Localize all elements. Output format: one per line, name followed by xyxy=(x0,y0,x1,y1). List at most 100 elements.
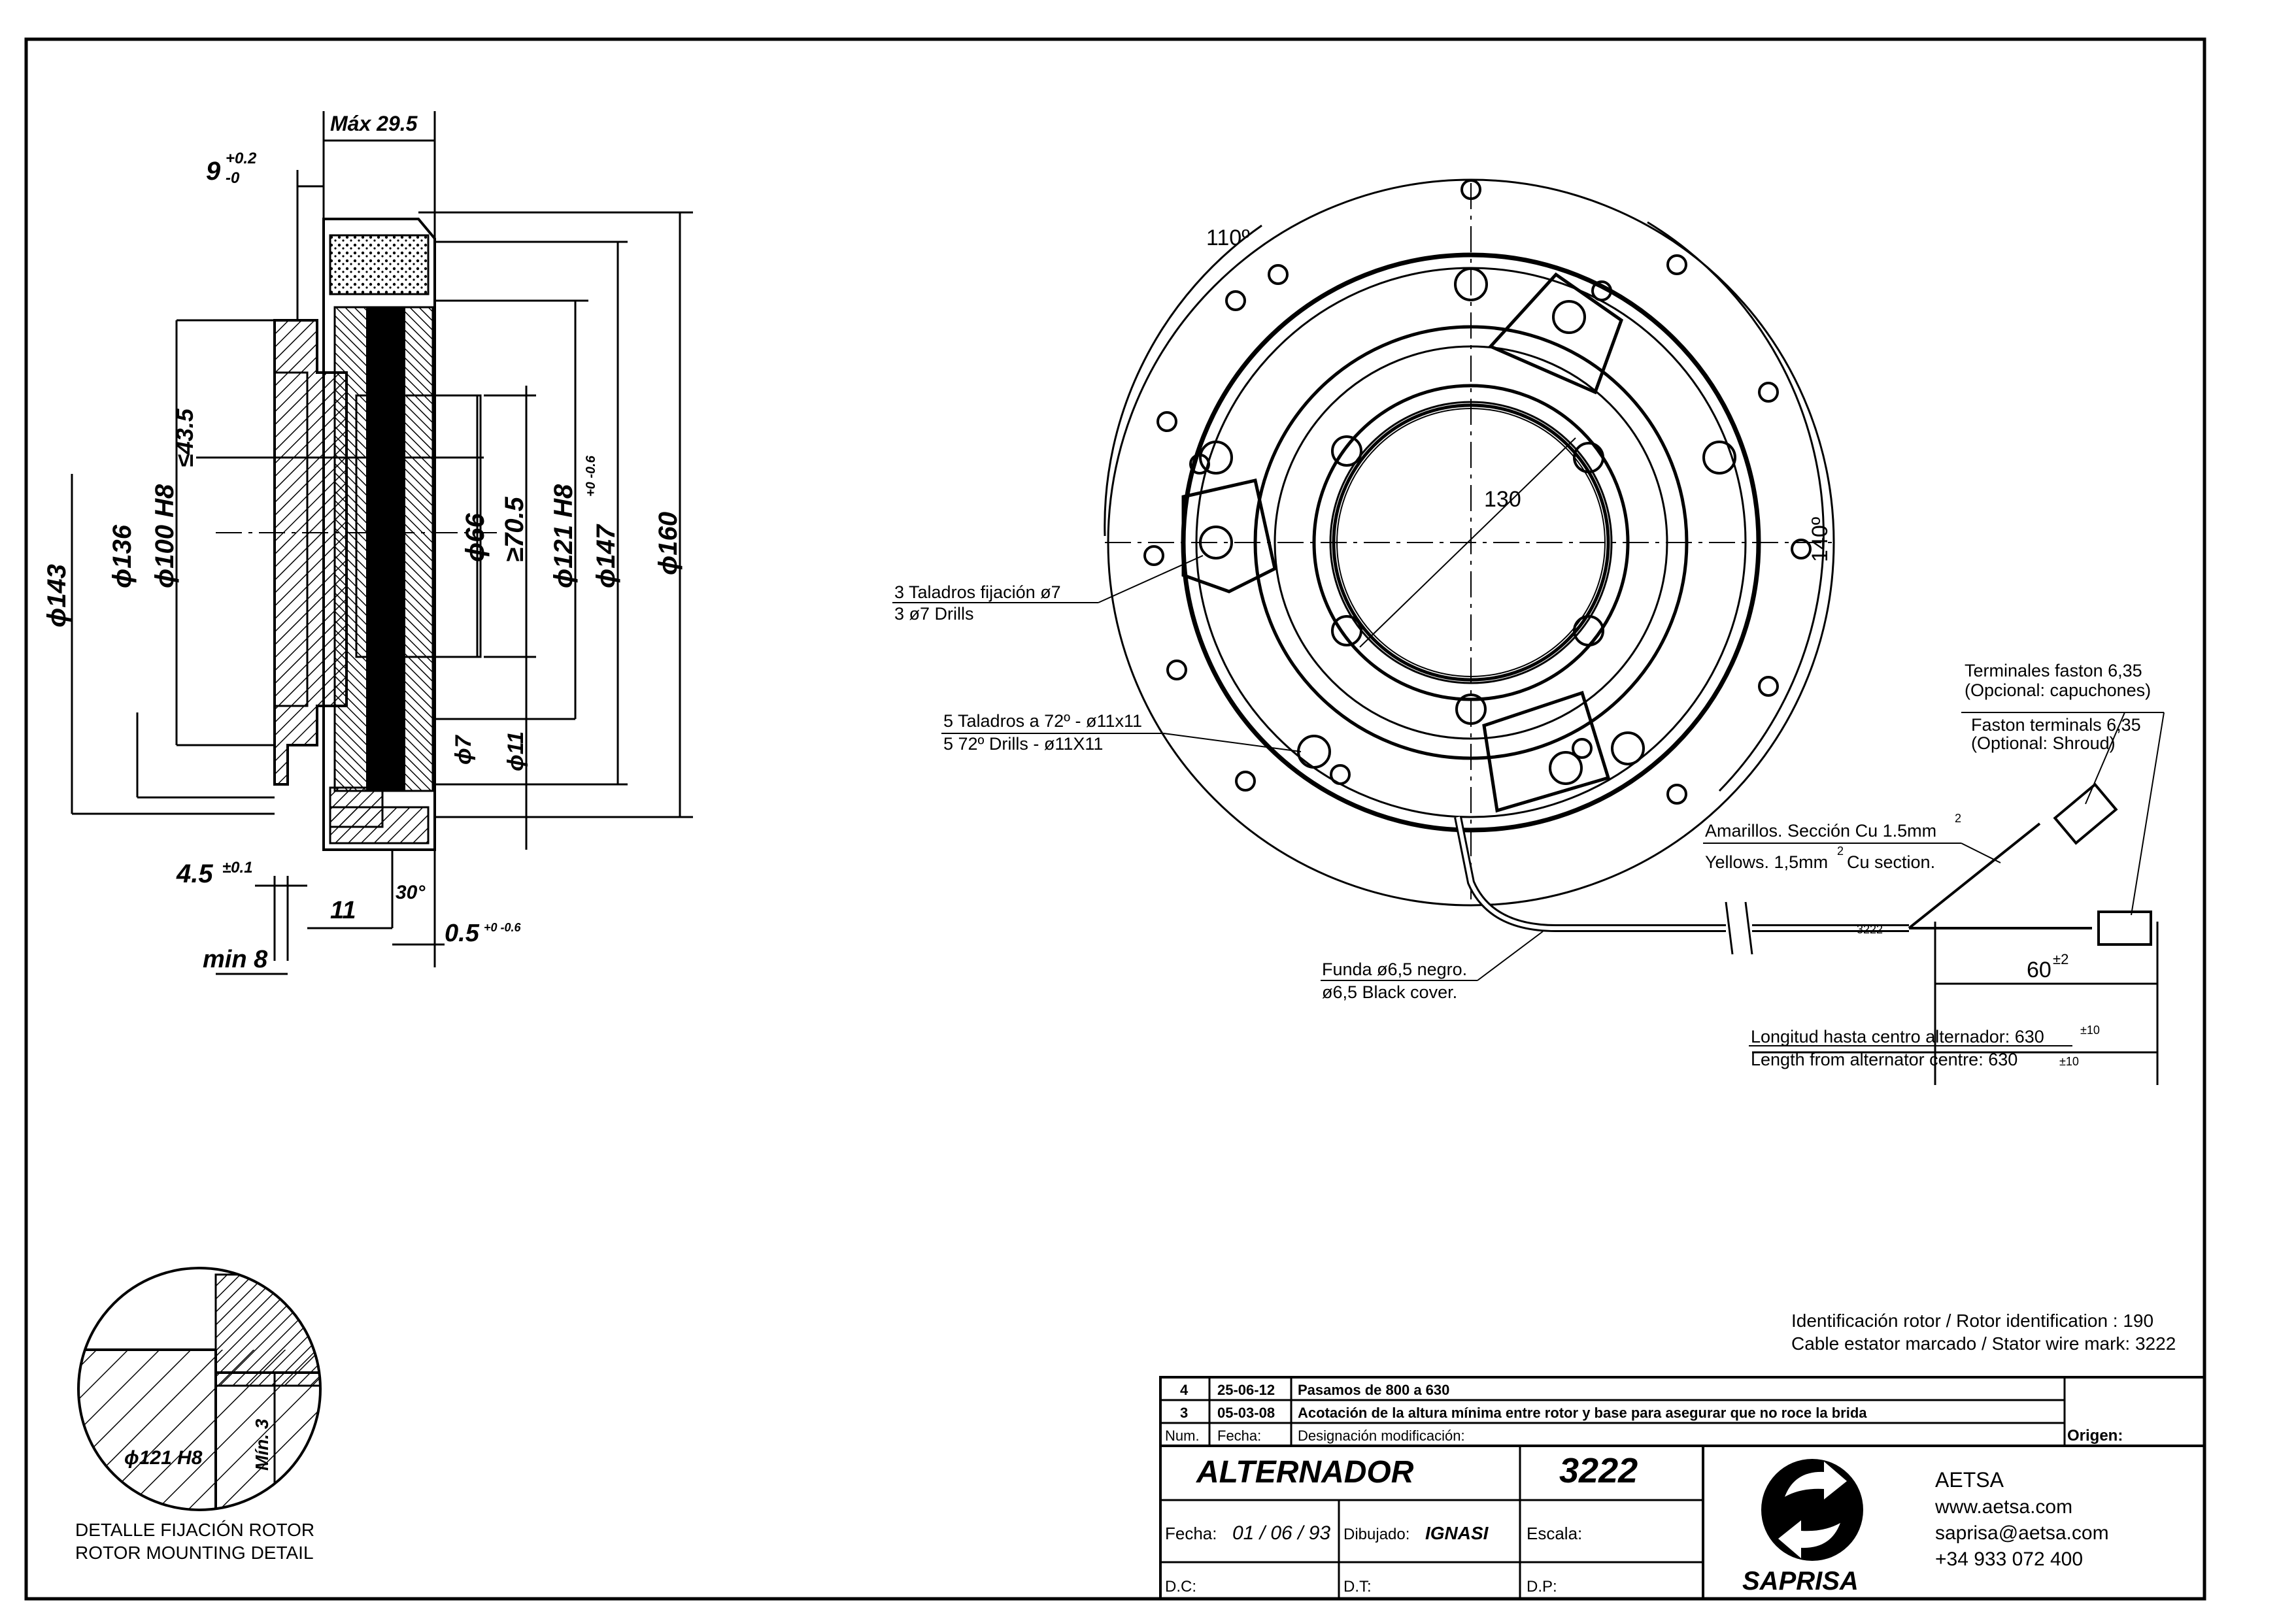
side-view-dimension-labels: Máx 29.5 9 +0.2 -0 ϕ143 ϕ136 ϕ100 H8 ≤43… xyxy=(42,112,683,973)
dim-d147-tol: +0 -0.6 xyxy=(584,455,598,497)
dim-tolerance-top-sup: +0.2 xyxy=(226,150,257,167)
mounting-tab-bottom xyxy=(1482,690,1611,813)
dim-tolerance-top-sub: -0 xyxy=(226,169,240,187)
dc-label: D.C: xyxy=(1165,1578,1196,1596)
dim-ge70: ≥70.5 xyxy=(500,496,529,562)
callout-length-en-tol: ±10 xyxy=(2059,1055,2079,1068)
rotor-identification: Identificación rotor / Rotor identificat… xyxy=(1791,1311,2153,1331)
rev-date-4: 25-06-12 xyxy=(1217,1382,1275,1398)
stator-wire-mark: Cable estator marcado / Stator wire mark… xyxy=(1791,1333,2176,1354)
flange xyxy=(273,319,348,786)
drill-5 xyxy=(1702,441,1736,475)
drawing-frame xyxy=(24,37,2206,1601)
detail-label-es: DETALLE FIJACIÓN ROTOR xyxy=(75,1520,314,1540)
dim-min8: min 8 xyxy=(203,946,268,973)
company-web: www.aetsa.com xyxy=(1934,1496,2072,1518)
detail-min3: Mín. 3 xyxy=(252,1418,272,1471)
callout-drills3-en: 3 ø7 Drills xyxy=(894,604,974,624)
stator-top-fill xyxy=(329,234,430,295)
dim-tolerance-top: 9 xyxy=(206,157,221,186)
dim-d147: ϕ147 xyxy=(592,524,620,588)
brand-name: SAPRISA xyxy=(1742,1567,1859,1596)
dim-d143: ϕ143 xyxy=(42,564,71,627)
header-num: Num. xyxy=(1165,1428,1200,1444)
dim-30deg: 30° xyxy=(396,882,426,903)
drill-5 xyxy=(1297,735,1331,769)
callout-yellow-en-sup: 2 xyxy=(1837,844,1844,858)
angle-110: 110º xyxy=(1206,226,1250,250)
callout-drills5-en: 5 72º Drills - ø11X11 xyxy=(943,734,1103,754)
dt-label: D.T: xyxy=(1343,1578,1372,1596)
wire-mark-label: 3222 xyxy=(1857,923,1883,936)
company-name: AETSA xyxy=(1935,1468,2004,1492)
front-view xyxy=(1104,178,2159,1085)
dibujado-label: Dibujado: xyxy=(1343,1526,1410,1543)
dim-130: 130 xyxy=(1484,487,1521,512)
front-view-holes xyxy=(1143,179,1812,805)
header-desc: Designación modificación: xyxy=(1298,1428,1465,1444)
callout-drills5-es: 5 Taladros a 72º - ø11x11 xyxy=(943,711,1142,731)
callout-cover-es: Funda ø6,5 negro. xyxy=(1322,960,1467,979)
bottom-bolt xyxy=(329,786,384,828)
drill-5 xyxy=(1611,731,1645,765)
callout-drills3-es: 3 Taladros fijación ø7 xyxy=(894,582,1061,602)
title-block-text: 4 25-06-12 Pasamos de 800 a 630 3 05-03-… xyxy=(1165,1382,2123,1596)
dim-d66: ϕ66 xyxy=(461,512,490,562)
rotor-hub xyxy=(355,394,482,658)
part-name: ALTERNADOR xyxy=(1196,1455,1414,1490)
dim-d7: ϕ7 xyxy=(451,734,476,765)
callout-faston-es-2: (Opcional: capuchones) xyxy=(1965,680,2151,700)
origin-label: Origen: xyxy=(2067,1427,2123,1445)
rev-desc-3: Acotación de la altura mínima entre roto… xyxy=(1298,1405,1867,1421)
company-phone: +34 933 072 400 xyxy=(1935,1548,2083,1570)
callout-faston-es-1: Terminales faston 6,35 xyxy=(1965,661,2142,680)
faston-terminal-2 xyxy=(2097,911,2152,946)
detail-label-en: ROTOR MOUNTING DETAIL xyxy=(75,1543,314,1563)
rev-num-3: 3 xyxy=(1180,1405,1188,1421)
identification: Identificación rotor / Rotor identificat… xyxy=(1791,1311,2176,1354)
faston-terminal-1 xyxy=(2053,782,2118,845)
rev-date-3: 05-03-08 xyxy=(1217,1405,1275,1421)
dim-0-5-tol: +0 -0.6 xyxy=(484,921,522,934)
dim-60-tol: ±2 xyxy=(2053,951,2068,967)
fecha-label: Fecha: xyxy=(1165,1524,1217,1543)
drill-5 xyxy=(1199,441,1233,475)
dim-60: 60 xyxy=(2027,958,2051,982)
header-date: Fecha: xyxy=(1217,1428,1261,1444)
mounting-tab-left xyxy=(1181,478,1277,593)
dibujado-value: IGNASI xyxy=(1425,1523,1489,1543)
dim-11: 11 xyxy=(330,897,356,924)
callout-faston-en-1: Faston terminals 6,35 xyxy=(1971,715,2141,735)
part-number: 3222 xyxy=(1559,1451,1638,1490)
callout-yellow-sup: 2 xyxy=(1955,812,1961,825)
callout-length-es-tol: ±10 xyxy=(2080,1024,2100,1037)
rotor-mounting-detail: ϕ121 H8 Mín. 3 DETALLE FIJACIÓN ROTOR RO… xyxy=(75,1267,322,1563)
angle-arc-110 xyxy=(1104,224,1262,537)
angle-arc-140 xyxy=(1647,221,1825,792)
callout-length-es: Longitud hasta centro alternador: 630 xyxy=(1751,1027,2044,1046)
dp-label: D.P: xyxy=(1527,1578,1557,1596)
title-block xyxy=(1159,1376,2206,1600)
dim-max-width: Máx 29.5 xyxy=(330,112,418,135)
escala-label: Escala: xyxy=(1527,1524,1582,1543)
detail-d121: ϕ121 H8 xyxy=(124,1447,203,1469)
fecha-value: 01 / 06 / 93 xyxy=(1232,1522,1330,1544)
dim-4-5-tol: ±0.1 xyxy=(222,859,253,877)
dim-d136: ϕ136 xyxy=(108,524,137,588)
callout-yellow-es: Amarillos. Sección Cu 1.5mm xyxy=(1705,821,1936,841)
dim-d160: ϕ160 xyxy=(654,512,683,575)
callout-yellow-en-a: Yellows. 1,5mm xyxy=(1705,852,1828,872)
drill-5 xyxy=(1454,267,1488,301)
company-email: saprisa@aetsa.com xyxy=(1935,1522,2109,1544)
dim-4-5: 4.5 xyxy=(176,860,213,888)
rev-num-4: 4 xyxy=(1180,1382,1189,1398)
rev-desc-4: Pasamos de 800 a 630 xyxy=(1298,1382,1449,1398)
callout-length-en: Length from alternator centre: 630 xyxy=(1751,1050,2017,1069)
drill-3 xyxy=(1552,300,1586,334)
dim-0-5: 0.5 xyxy=(445,920,480,947)
dim-d121: ϕ121 H8 xyxy=(549,484,578,588)
side-section-view xyxy=(71,111,693,975)
front-view-labels: 110º 140º 130 3 Taladros fijación ø7 3 ø… xyxy=(892,226,2165,1069)
mounting-tab-top xyxy=(1487,272,1624,395)
